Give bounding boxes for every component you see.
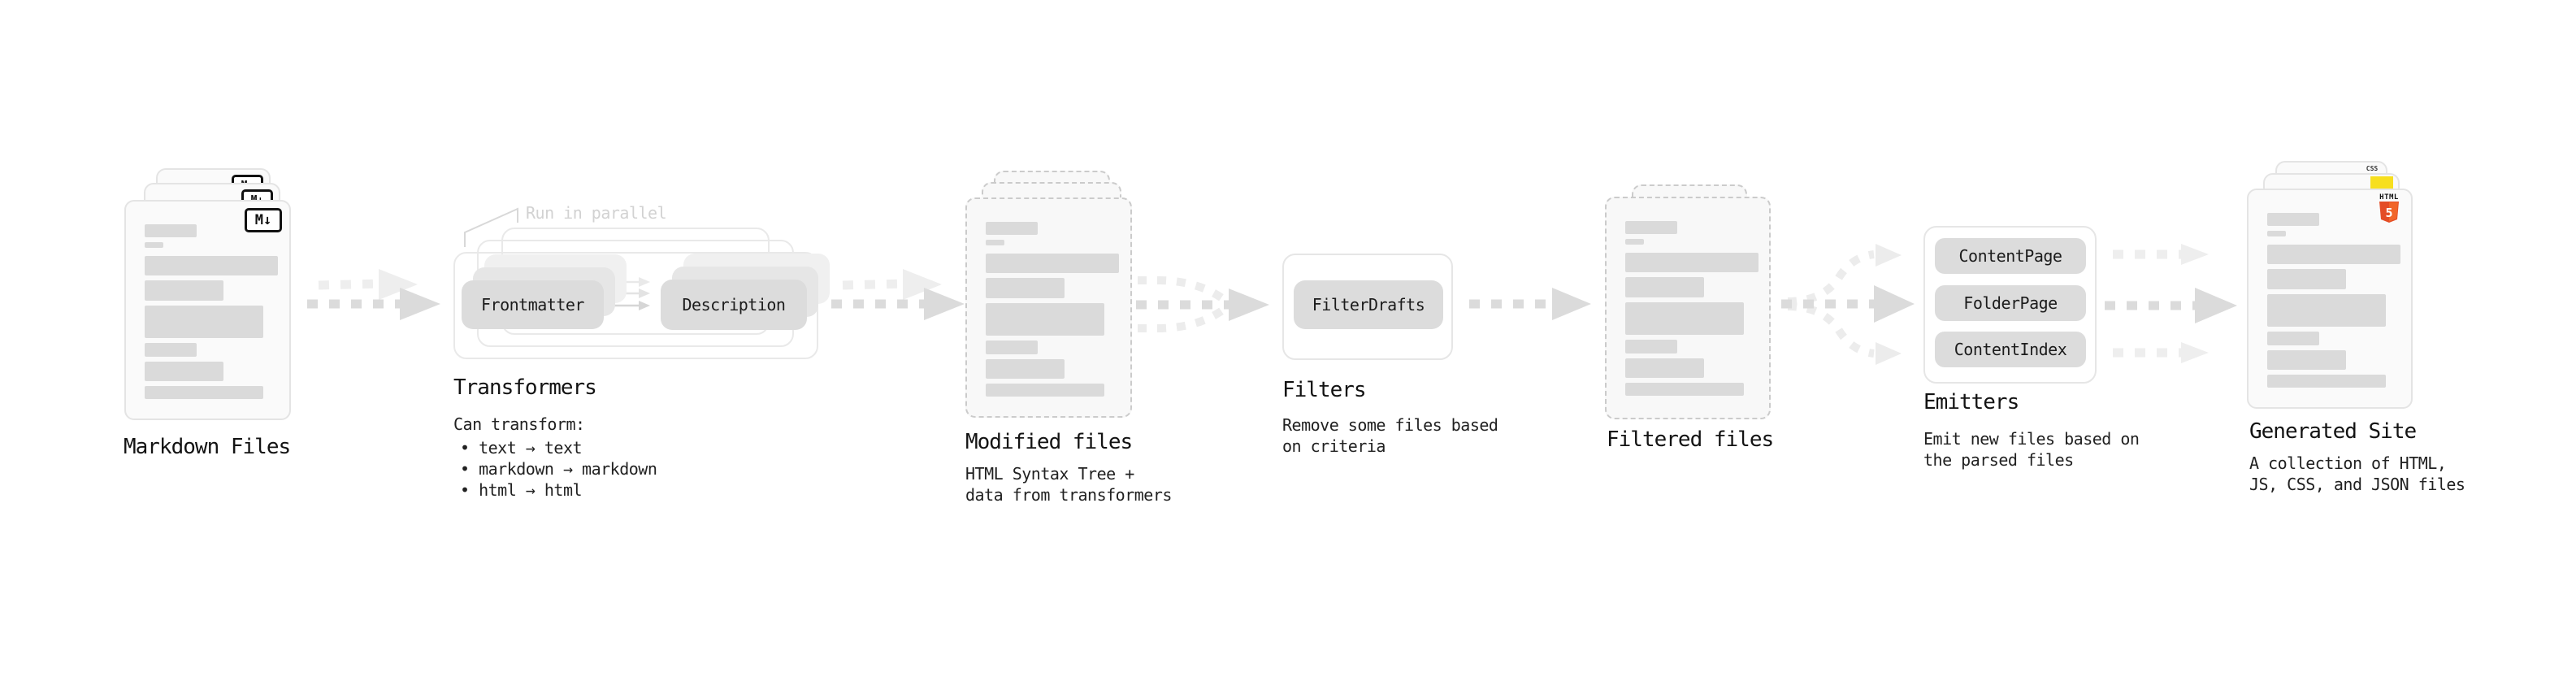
transformers-title: Transformers <box>453 375 597 400</box>
modified-files-subtitle: data from transformers <box>965 485 1172 505</box>
html5-icon: HTML 5 <box>2377 193 2401 226</box>
doc-line <box>1625 277 1704 297</box>
transformers-bullet: • text → text <box>460 438 583 458</box>
doc-line <box>2267 350 2346 370</box>
generated-site-title: Generated Site <box>2249 419 2417 444</box>
svg-text:5: 5 <box>2385 206 2392 220</box>
filtered-files-stack <box>1605 184 1776 424</box>
doc-line <box>1625 253 1759 272</box>
doc-line <box>2267 231 2286 236</box>
folderpage-pill: FolderPage <box>1935 285 2086 321</box>
doc-line <box>986 222 1038 235</box>
doc-line <box>2267 375 2386 388</box>
doc-line <box>2267 245 2400 264</box>
arrow-modified-to-filters <box>1136 276 1269 332</box>
modified-file-card-front <box>965 197 1132 418</box>
doc-line <box>2267 332 2319 345</box>
contentpage-pill: ContentPage <box>1935 238 2086 274</box>
filters-subtitle: Remove some files based <box>1282 415 1498 435</box>
modified-files-title: Modified files <box>965 430 1133 454</box>
filters-title: Filters <box>1282 378 1367 402</box>
doc-line <box>1625 221 1677 234</box>
doc-line <box>2267 213 2319 226</box>
generated-site-subtitle: A collection of HTML, <box>2249 453 2447 473</box>
doc-line <box>1625 358 1704 378</box>
filtered-files-title: Filtered files <box>1607 427 1774 452</box>
doc-line <box>1625 340 1677 354</box>
emitters-title: Emitters <box>1923 390 2019 414</box>
doc-line <box>1625 302 1744 335</box>
doc-line <box>986 384 1104 397</box>
doc-line <box>986 278 1065 298</box>
markdown-file-card-front: M↓ <box>124 200 291 420</box>
doc-line <box>986 240 1004 245</box>
markdown-files-stack: M↓ M↓ M↓ <box>122 168 301 422</box>
generated-site-subtitle: JS, CSS, and JSON files <box>2249 475 2465 494</box>
doc-line <box>2267 269 2346 289</box>
doc-line <box>986 303 1104 336</box>
doc-line <box>145 224 197 237</box>
arrow-emitters-to-generated <box>2105 244 2237 363</box>
doc-line <box>986 359 1065 379</box>
run-in-parallel-annotation: Run in parallel <box>526 203 667 223</box>
markdown-files-title: Markdown Files <box>124 435 291 459</box>
transformers-bullet: • html → html <box>460 480 583 500</box>
arrow-filters-to-filtered <box>1469 288 1591 320</box>
arrow-filtered-to-emitters <box>1781 244 1915 365</box>
doc-line <box>145 256 278 275</box>
js-icon <box>2370 176 2393 189</box>
doc-line <box>145 362 223 381</box>
doc-line <box>1625 383 1744 396</box>
modified-files-stack <box>965 171 1136 423</box>
doc-line <box>986 254 1119 273</box>
transformers-bullet: • markdown → markdown <box>460 459 657 479</box>
html5-shield: 5 <box>2379 202 2399 223</box>
emitters-subtitle: Emit new files based on <box>1923 429 2140 449</box>
description-pill: Description <box>661 280 807 330</box>
filtered-file-card-front <box>1605 197 1771 419</box>
emitters-subtitle: the parsed files <box>1923 450 2074 470</box>
frontmatter-pill: Frontmatter <box>462 280 604 329</box>
doc-line <box>145 242 163 248</box>
doc-line <box>2267 294 2386 327</box>
filterdrafts-pill: FilterDrafts <box>1294 280 1443 329</box>
doc-line <box>145 343 197 357</box>
doc-line <box>145 306 263 338</box>
arrow-transformers-to-modified <box>831 269 965 320</box>
doc-line <box>1625 239 1644 245</box>
doc-line <box>986 340 1038 354</box>
doc-line <box>145 280 223 301</box>
arrow-markdown-to-transformers <box>307 269 440 320</box>
filters-subtitle: on criteria <box>1282 436 1386 456</box>
transformers-lead: Can transform: <box>453 414 585 434</box>
generated-site-stack: CSS HTML 5 <box>2247 161 2418 413</box>
contentindex-pill: ContentIndex <box>1935 332 2086 367</box>
markdown-icon: M↓ <box>245 208 282 232</box>
html-file-card: HTML 5 <box>2247 189 2413 409</box>
doc-line <box>145 386 263 399</box>
modified-files-subtitle: HTML Syntax Tree + <box>965 464 1134 484</box>
